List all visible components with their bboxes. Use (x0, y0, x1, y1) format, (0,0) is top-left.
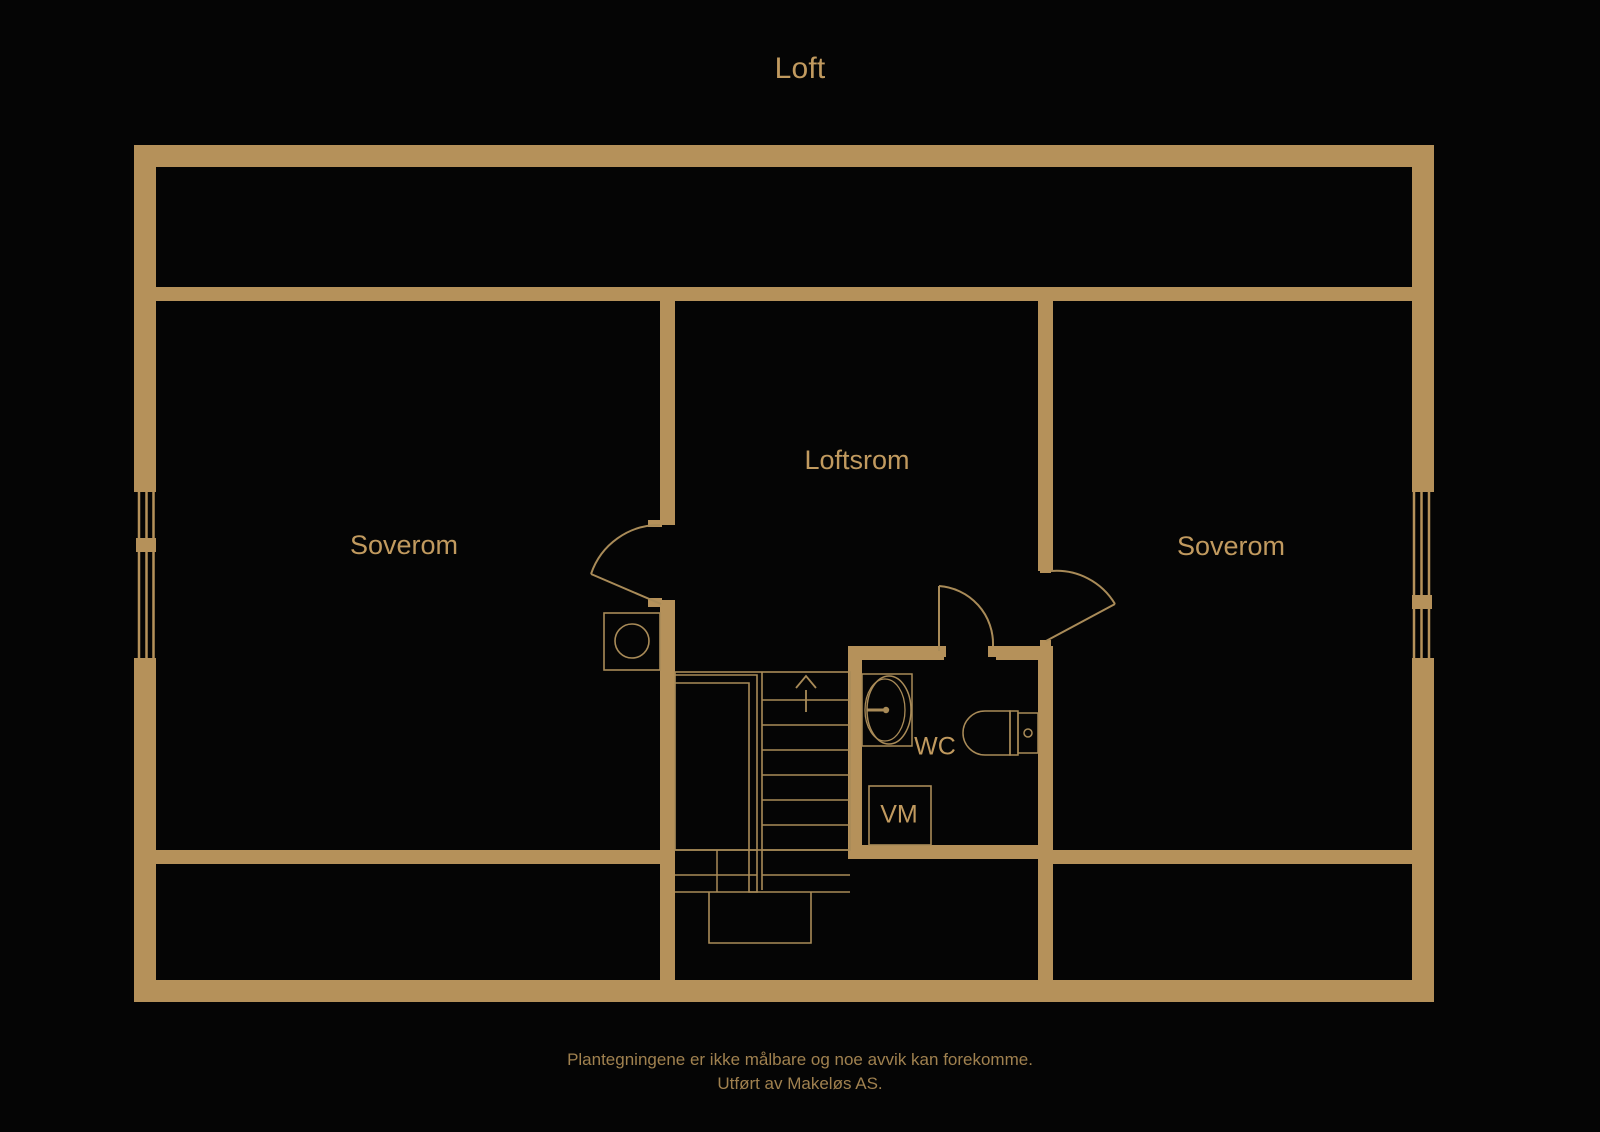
window-left (136, 492, 156, 658)
outer-walls (134, 145, 1434, 1002)
door-wc (936, 585, 998, 657)
door-soverom-right (1040, 565, 1116, 648)
stair-up-arrow (795, 674, 817, 712)
fixture-label-washing-machine: VM (880, 801, 918, 829)
disclaimer-footer: Plantegningene er ikke målbare og noe av… (0, 1048, 1600, 1096)
window-right (1412, 492, 1432, 658)
room-label-soverom-left: Soverom (350, 530, 458, 560)
room-label-soverom-right: Soverom (1177, 531, 1285, 561)
door-soverom-left (590, 520, 662, 607)
room-label-wc: WC (914, 733, 956, 761)
disclaimer-line-2: Utført av Makeløs AS. (717, 1074, 883, 1093)
staircase (674, 671, 851, 944)
washing-machine-fixture (868, 785, 932, 846)
sink-fixture (861, 673, 913, 747)
interior-walls (156, 287, 1412, 1002)
page-title: Loft (774, 52, 826, 85)
room-label-loftsrom: Loftsrom (804, 445, 909, 475)
disclaimer-line-1: Plantegningene er ikke målbare og noe av… (567, 1050, 1033, 1069)
toilet-fixture (962, 710, 1039, 756)
round-fixture (603, 612, 661, 671)
